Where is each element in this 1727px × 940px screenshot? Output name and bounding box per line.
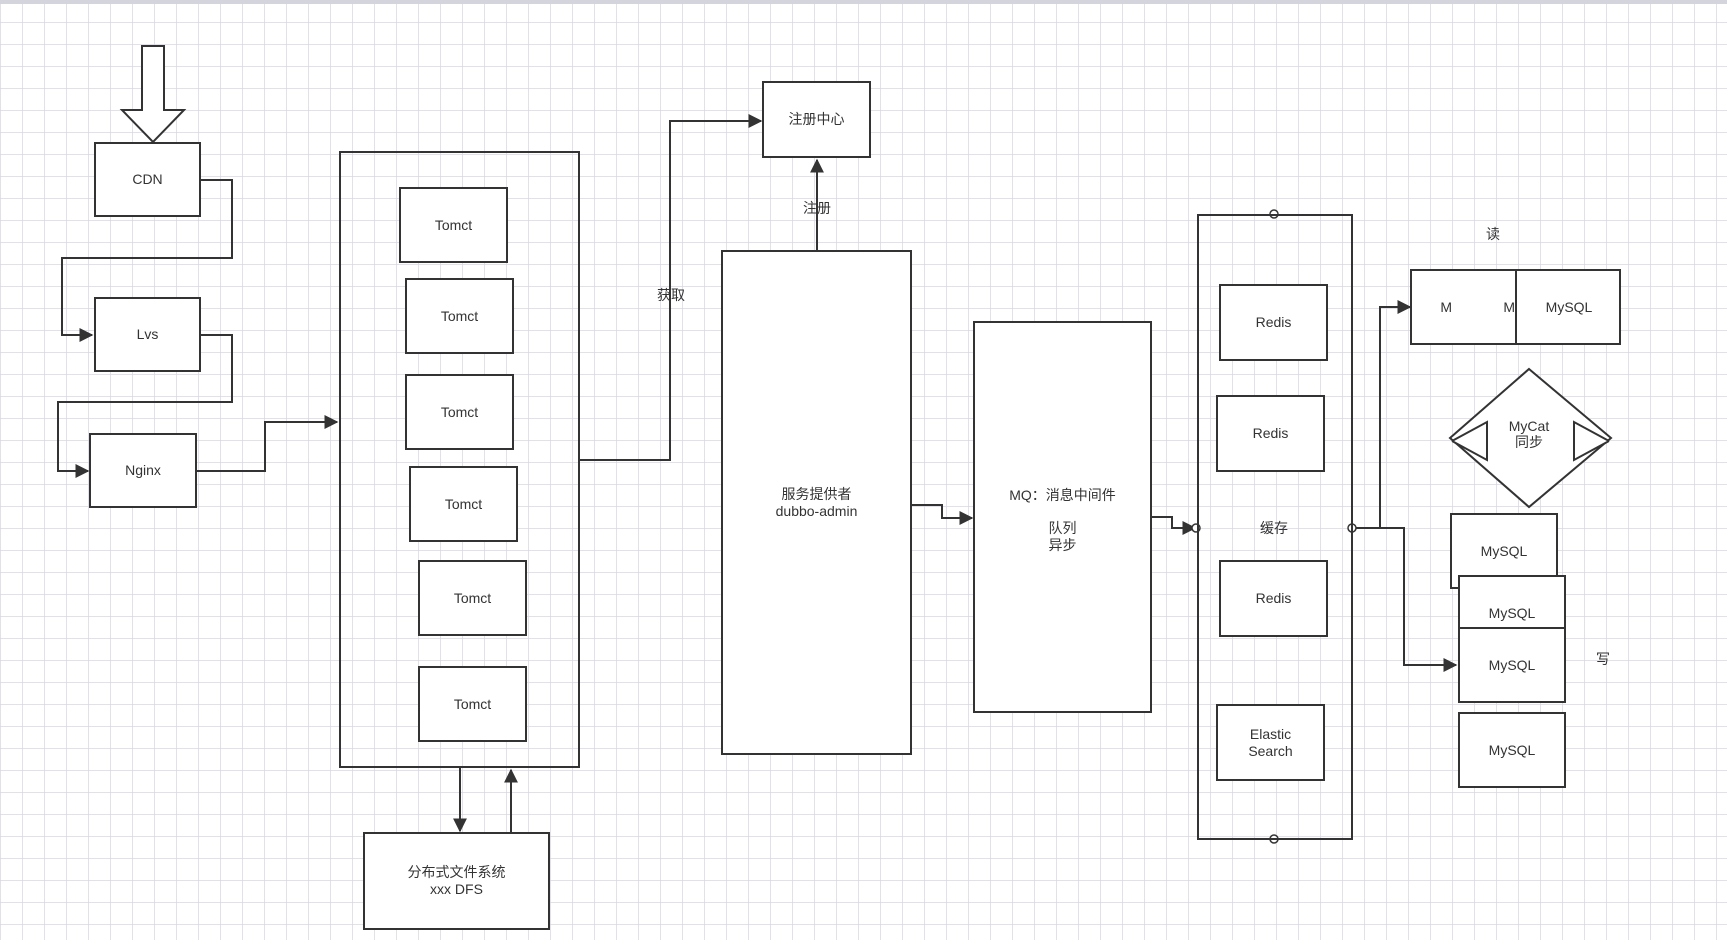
- tomcat-cluster[interactable]: [339, 151, 580, 768]
- redis-node-2[interactable]: Redis: [1216, 395, 1325, 472]
- tomcat-node-1[interactable]: Tomct: [399, 187, 508, 263]
- redis-label: Redis: [1255, 590, 1292, 606]
- nginx-label: Nginx: [125, 462, 161, 478]
- elasticsearch-line-2: Search: [1248, 742, 1293, 759]
- tomcat-node-2[interactable]: Tomct: [405, 278, 514, 354]
- dfs-node[interactable]: 分布式文件系统 xxx DFS: [363, 832, 550, 930]
- elasticsearch-node[interactable]: Elastic Search: [1216, 704, 1325, 781]
- nginx-node[interactable]: Nginx: [89, 433, 197, 508]
- edge-cdn-lvs: [61, 179, 233, 342]
- registry-label: 注册中心: [788, 111, 845, 127]
- mq-title: MQ：消息中间件: [1009, 487, 1116, 503]
- down-arrow-icon: [119, 45, 187, 144]
- mycat-sync-arrow-left: [1451, 420, 1488, 462]
- elasticsearch-line-1: Elastic: [1249, 725, 1292, 742]
- mycat-label: MyCat 同步: [1469, 418, 1589, 450]
- edge-lvs-nginx: [57, 334, 233, 478]
- mysql-read-cell-3[interactable]: M: [1477, 271, 1517, 343]
- canvas-top-bar: [0, 0, 1727, 4]
- mycat-title: MyCat: [1507, 418, 1551, 434]
- mysql-read-cell-label: M: [1503, 298, 1515, 315]
- tomcat-label: Tomct: [453, 589, 492, 606]
- mq-node[interactable]: MQ：消息中间件 队列 异步: [973, 321, 1152, 713]
- mq-async: 异步: [1048, 537, 1077, 553]
- edge-provider-mq: [911, 504, 974, 525]
- mysql-node-4[interactable]: MySQL: [1458, 712, 1566, 788]
- mysql-read-main-label: MySQL: [1545, 298, 1593, 315]
- redis-node-3[interactable]: Redis: [1219, 560, 1328, 637]
- cdn-label: CDN: [132, 171, 163, 187]
- tomcat-node-3[interactable]: Tomct: [405, 374, 514, 450]
- redis-label: Redis: [1252, 425, 1289, 441]
- edge-cache-write: [1352, 527, 1458, 672]
- mysql-read-cell-1[interactable]: M: [1412, 271, 1454, 343]
- provider-title: 服务提供者: [781, 485, 852, 502]
- dfs-title: 分布式文件系统: [407, 864, 506, 880]
- mysql-read-row[interactable]: M M MySQL: [1410, 269, 1621, 345]
- edge-label-register: 注册: [803, 200, 831, 216]
- lvs-node[interactable]: Lvs: [94, 297, 201, 372]
- mysql-read-cell-label: M: [1440, 298, 1452, 315]
- mysql-label: MySQL: [1488, 656, 1536, 673]
- cache-cluster[interactable]: [1197, 214, 1353, 840]
- edge-nginx-tomcat: [196, 415, 339, 472]
- mycat-sync-arrow-right: [1573, 420, 1610, 462]
- redis-node-1[interactable]: Redis: [1219, 284, 1328, 361]
- mysql-label: MySQL: [1480, 542, 1528, 559]
- mysql-label: MySQL: [1488, 741, 1536, 758]
- mq-queue: 队列: [1048, 520, 1077, 536]
- mycat-sync: 同步: [1514, 434, 1544, 450]
- edge-cache-read: [1352, 300, 1412, 529]
- cdn-node[interactable]: CDN: [94, 142, 201, 217]
- tomcat-label: Tomct: [440, 307, 479, 324]
- redis-label: Redis: [1255, 314, 1292, 330]
- registry-node[interactable]: 注册中心: [762, 81, 871, 158]
- provider-subtitle: dubbo-admin: [775, 502, 858, 519]
- edge-label-read: 读: [1486, 226, 1500, 242]
- provider-node[interactable]: 服务提供者 dubbo-admin: [721, 250, 912, 755]
- tomcat-label: Tomct: [434, 216, 473, 233]
- lvs-label: Lvs: [136, 326, 159, 342]
- tomcat-label: Tomct: [440, 403, 479, 420]
- edge-tomcat-registry: [579, 114, 763, 461]
- dfs-subtitle: xxx DFS: [430, 881, 483, 897]
- edge-label-write: 写: [1596, 651, 1610, 667]
- edge-mq-cache: [1151, 516, 1197, 535]
- tomcat-label: Tomct: [453, 695, 492, 712]
- mysql-node-3[interactable]: MySQL: [1458, 627, 1566, 703]
- mysql-label: MySQL: [1488, 604, 1536, 621]
- mysql-read-cell-2[interactable]: [1452, 271, 1479, 343]
- edge-label-fetch: 获取: [657, 287, 685, 303]
- tomcat-node-5[interactable]: Tomct: [418, 560, 527, 636]
- tomcat-node-4[interactable]: Tomct: [409, 466, 518, 542]
- tomcat-label: Tomct: [444, 495, 483, 512]
- tomcat-node-6[interactable]: Tomct: [418, 666, 527, 742]
- cache-label: 缓存: [1260, 520, 1288, 536]
